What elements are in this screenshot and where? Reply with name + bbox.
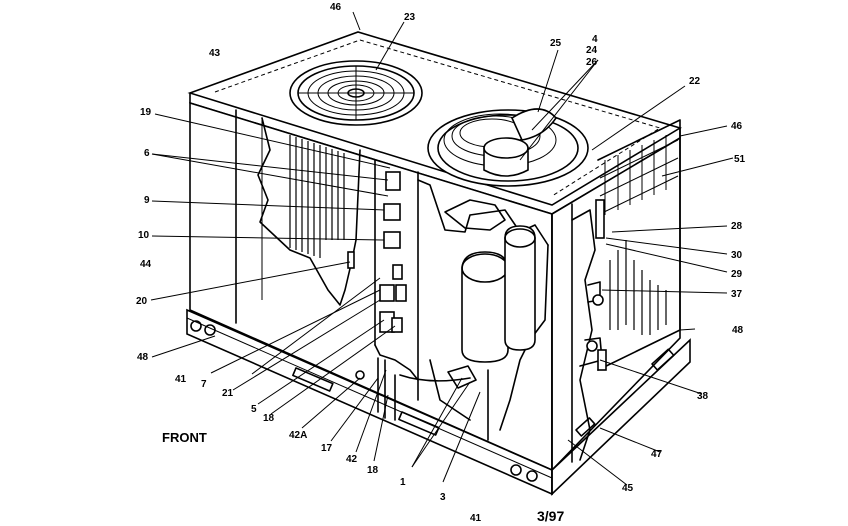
leader-lines (150, 11, 734, 486)
callout-46-right: 46 (731, 121, 743, 132)
callout-24: 24 (586, 45, 598, 56)
callout-42: 42 (346, 454, 358, 465)
callout-29: 29 (731, 269, 743, 280)
callout-48-right: 48 (732, 325, 744, 336)
callouts: 46 23 4 24 26 25 43 22 46 51 19 6 9 10 4… (136, 2, 746, 524)
callout-9: 9 (144, 195, 150, 206)
callout-3: 3 (440, 492, 446, 503)
callout-46-top: 46 (330, 2, 342, 13)
callout-26: 26 (586, 57, 598, 68)
callout-5: 5 (251, 404, 257, 415)
callout-7: 7 (201, 379, 207, 390)
condenser-fan-left (289, 60, 423, 126)
coil-fins-right (609, 240, 667, 335)
callout-42A: 42A (289, 430, 307, 441)
callout-19: 19 (140, 107, 152, 118)
base-details (186, 317, 675, 482)
control-components (347, 171, 407, 380)
callout-41-left: 41 (175, 374, 187, 385)
callout-10: 10 (138, 230, 150, 241)
callout-51: 51 (734, 154, 746, 165)
callout-18-left: 18 (263, 413, 275, 424)
callout-1: 1 (400, 477, 406, 488)
callout-22: 22 (689, 76, 701, 87)
callout-18-mid: 18 (367, 465, 379, 476)
callout-4: 4 (592, 34, 598, 45)
callout-38: 38 (697, 391, 709, 402)
callout-25: 25 (550, 38, 562, 49)
compressor-compartment (377, 179, 549, 441)
callout-21: 21 (222, 388, 234, 399)
front-label: FRONT (162, 430, 207, 445)
callout-20: 20 (136, 296, 148, 307)
coil-grille-bars (599, 135, 679, 215)
callout-48-left: 48 (137, 352, 149, 363)
callout-41-bottom: 41 (470, 513, 482, 524)
callout-44: 44 (140, 259, 152, 270)
callout-47: 47 (651, 449, 663, 460)
callout-45: 45 (622, 483, 634, 494)
callout-30: 30 (731, 250, 743, 261)
callout-6: 6 (144, 148, 150, 159)
date-code: 3/97 (537, 508, 564, 524)
condenser-fan-right (427, 108, 589, 187)
left-end-panel (235, 109, 263, 324)
callout-28: 28 (731, 221, 743, 232)
callout-43: 43 (209, 48, 221, 59)
condenser-coil-grille (571, 119, 681, 461)
callout-37: 37 (731, 289, 743, 300)
callout-17: 17 (321, 443, 333, 454)
coil-fins-back (289, 135, 345, 258)
callout-23: 23 (404, 12, 416, 23)
